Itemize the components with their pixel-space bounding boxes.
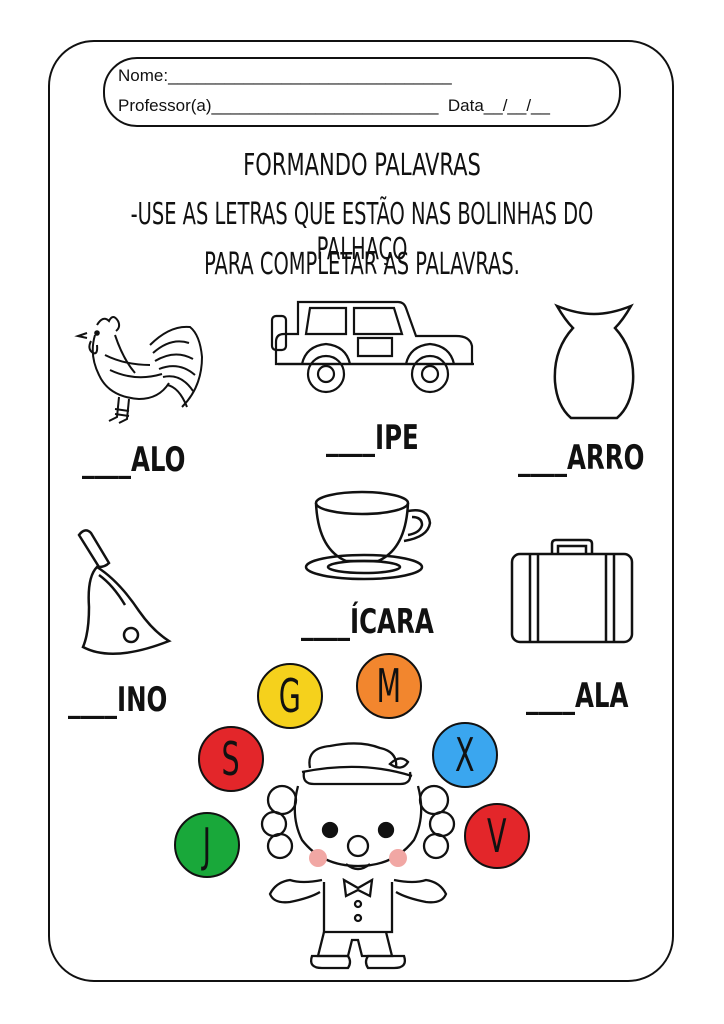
letter-m: M bbox=[376, 659, 402, 713]
bell-icon bbox=[77, 529, 172, 655]
word-mala: ____ALA bbox=[526, 676, 629, 716]
letter-ball-j[interactable]: J bbox=[174, 812, 240, 878]
clown-icon bbox=[260, 742, 456, 970]
instruction-line-2: PARA COMPLETAR AS PALAVRAS. bbox=[204, 247, 520, 282]
student-info-box bbox=[103, 57, 621, 127]
page-frame bbox=[48, 40, 674, 982]
vase-icon bbox=[553, 303, 635, 420]
word-xicara: ____ÍCARA bbox=[301, 602, 434, 642]
instruction-line-1: -USE AS LETRAS QUE ESTÃO NAS BOLINHAS DO… bbox=[130, 197, 594, 267]
name-field[interactable]: Nome:______________________________ bbox=[118, 66, 452, 85]
letter-s: S bbox=[221, 732, 241, 786]
letter-j: J bbox=[202, 818, 212, 872]
teacher-date-field[interactable]: Professor(a)________________________ Dat… bbox=[118, 96, 550, 115]
letter-ball-g[interactable]: G bbox=[257, 663, 323, 729]
word-sino: ____INO bbox=[68, 680, 168, 720]
letter-ball-m[interactable]: M bbox=[356, 653, 422, 719]
letter-g: G bbox=[278, 669, 302, 723]
suitcase-icon bbox=[510, 538, 634, 644]
word-galo: ____ALO bbox=[82, 440, 186, 480]
word-jipe: ____IPE bbox=[326, 418, 419, 458]
word-jarro: ____ARRO bbox=[518, 438, 645, 478]
rooster-icon bbox=[74, 316, 204, 424]
letter-x: X bbox=[455, 728, 475, 782]
worksheet-title: FORMANDO PALAVRAS bbox=[243, 148, 481, 183]
letter-ball-v[interactable]: V bbox=[464, 803, 530, 869]
letter-v: V bbox=[487, 809, 507, 863]
letter-ball-s[interactable]: S bbox=[198, 726, 264, 792]
jeep-icon bbox=[270, 300, 474, 394]
letter-ball-x[interactable]: X bbox=[432, 722, 498, 788]
teacup-icon bbox=[304, 490, 432, 581]
